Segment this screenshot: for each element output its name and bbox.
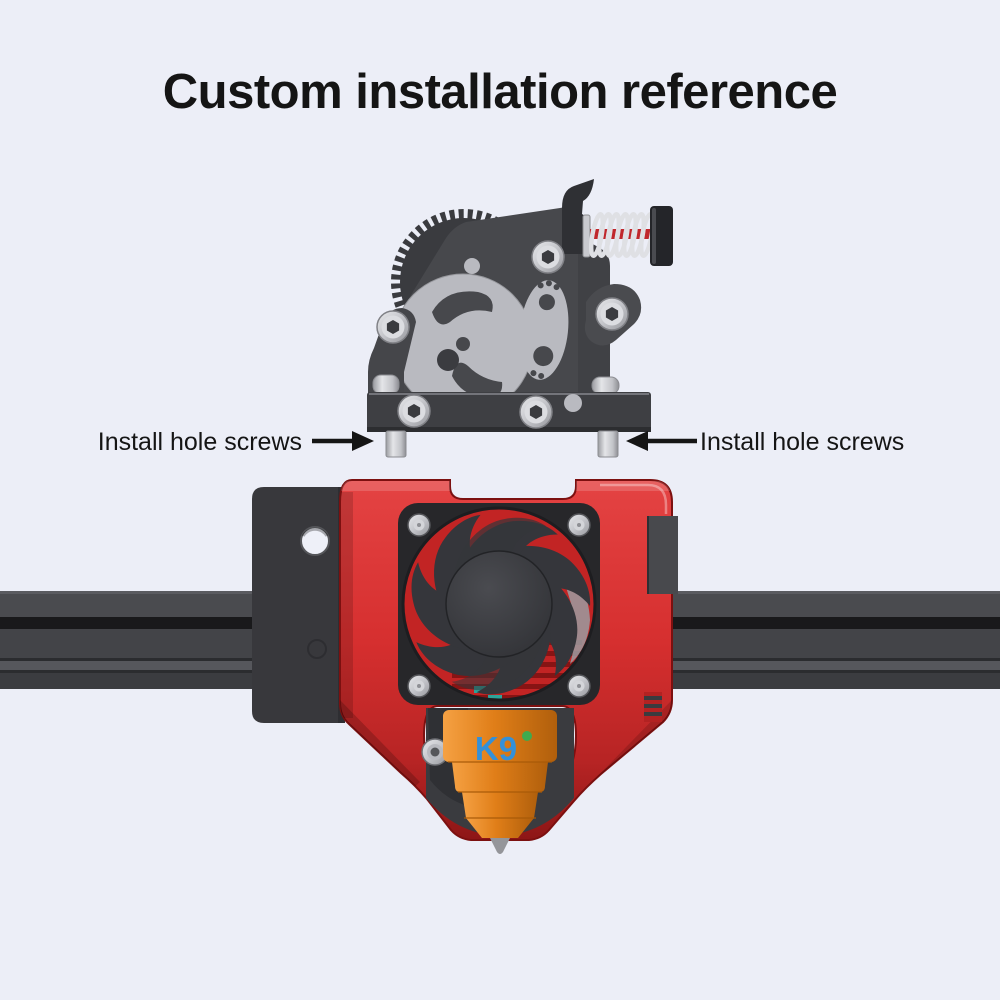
nozzle-tip [490, 838, 510, 854]
install-screw-left [385, 430, 407, 458]
left-pointing-arrow-icon [626, 431, 648, 451]
spring-coils [588, 212, 656, 258]
sock-brand-logo: K9 [475, 730, 517, 767]
spring-rod [590, 229, 652, 239]
shroud-vent [644, 692, 662, 722]
page-title: Custom installation reference [162, 65, 838, 119]
fan-screw-icon [407, 513, 431, 537]
right-pointing-arrow-icon [352, 431, 374, 451]
hex-screw-icon [595, 297, 629, 331]
install-screw-right [597, 430, 619, 458]
hex-screw-icon [519, 395, 553, 429]
extruder-assembly [367, 179, 673, 458]
extruder-idler-arm [584, 284, 642, 346]
left-annotation: Install hole screws [98, 428, 374, 456]
right-annotation: Install hole screws [626, 428, 904, 456]
hex-screw-icon [397, 394, 431, 428]
nozzle-sock: K9 [443, 710, 557, 838]
mounting-bracket [252, 487, 345, 723]
sock-logo-dot [522, 731, 532, 741]
extruder-left-arm [368, 308, 416, 396]
fan-hub [445, 550, 553, 658]
extruder-idler-cam [519, 280, 569, 380]
bracket-hole [300, 526, 330, 556]
right-annotation-label: Install hole screws [700, 428, 904, 456]
left-annotation-label: Install hole screws [98, 428, 302, 456]
fan-screw-icon [407, 674, 431, 698]
fan-screw-icon [567, 513, 591, 537]
hotend-assembly: K9 [339, 479, 678, 854]
hotend-arch-interior: K9 [421, 708, 574, 854]
extruder-base-plate [367, 374, 651, 458]
spring-tensioner [582, 206, 673, 266]
shroud-side-duct [648, 516, 678, 594]
hex-screw-icon [531, 240, 565, 274]
extruder-drive-wheel [392, 273, 534, 415]
fan-screw-icon [567, 674, 591, 698]
cooling-fan [391, 496, 602, 712]
hex-screw-icon [376, 310, 410, 344]
hotend-screw-icon [421, 738, 449, 766]
